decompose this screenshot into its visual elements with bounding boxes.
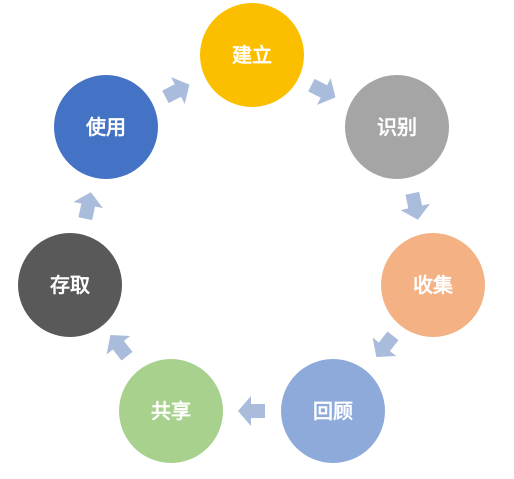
arrow-shape-7 [162, 77, 190, 104]
stage-circle-6 [18, 233, 122, 337]
stage-node-4: 回顾 [281, 359, 385, 463]
stage-node-2: 识别 [345, 75, 449, 179]
stage-circle-3 [381, 233, 485, 337]
stage-label-1: 建立 [232, 43, 272, 67]
stage-circle-5 [119, 359, 223, 463]
arrow-2 [400, 191, 430, 220]
stage-label-6: 存取 [50, 273, 90, 297]
arrow-shape-1 [308, 78, 336, 105]
arrow-1 [308, 78, 336, 105]
arrow-7 [162, 77, 190, 104]
arrow-shape-6 [73, 192, 103, 221]
stage-node-7: 使用 [54, 75, 158, 179]
stage-label-4: 回顾 [313, 399, 353, 423]
stage-node-5: 共享 [119, 359, 223, 463]
stage-circle-7 [54, 75, 158, 179]
arrow-5 [106, 334, 133, 361]
stage-label-3: 收集 [413, 273, 454, 297]
stage-label-5: 共享 [151, 399, 191, 423]
stage-circle-2 [345, 75, 449, 179]
stage-label-7: 使用 [85, 115, 126, 139]
stage-node-3: 收集 [381, 233, 485, 337]
stage-node-6: 存取 [18, 233, 122, 337]
arrow-shape-3 [372, 331, 399, 358]
stage-circle-4 [281, 359, 385, 463]
stage-node-1: 建立 [200, 3, 304, 107]
arrow-3 [372, 331, 399, 358]
arrow-6 [73, 192, 103, 221]
arrow-4 [238, 396, 265, 426]
arrow-shape-5 [106, 334, 133, 361]
arrow-shape-4 [238, 396, 265, 426]
arrow-shape-2 [400, 191, 430, 220]
stage-circle-1 [200, 3, 304, 107]
stage-label-2: 识别 [377, 115, 417, 139]
